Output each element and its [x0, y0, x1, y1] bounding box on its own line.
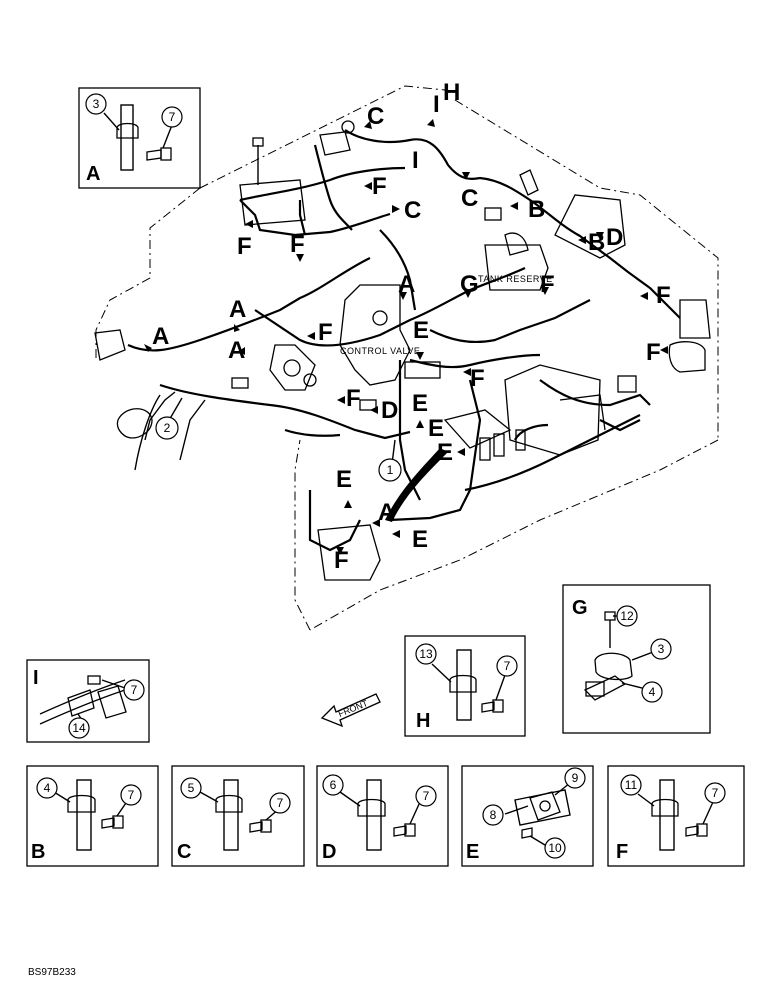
svg-text:12: 12 — [620, 609, 634, 623]
right-cylinder — [679, 299, 711, 339]
detail-f: 11 7 F — [607, 765, 745, 867]
detail-d: 6 7 D — [316, 765, 449, 867]
letter-label: A — [152, 323, 169, 350]
tank-reserve-bracket — [484, 244, 549, 291]
main-harness — [127, 129, 681, 552]
lower-left-module — [317, 524, 381, 581]
detail-b: 4 7 B — [26, 765, 159, 867]
svg-text:7: 7 — [277, 796, 284, 810]
letter-label: F — [318, 319, 333, 346]
svg-text:11: 11 — [625, 778, 638, 792]
letter-label: A — [378, 499, 395, 526]
upper-left-bracket — [239, 179, 306, 226]
detail-i: 7 14 I — [26, 659, 150, 743]
left-connector — [94, 329, 126, 361]
letter-label: F — [334, 547, 349, 574]
detail-g: 12 3 4 G — [562, 584, 711, 734]
svg-text:9: 9 — [572, 771, 579, 785]
right-motor — [668, 341, 706, 373]
svg-text:8: 8 — [490, 808, 497, 822]
control-valve-label: CONTROL VALVE — [340, 346, 420, 356]
letter-label: B — [588, 229, 605, 256]
frame-outline — [95, 85, 719, 631]
pointer-arrows — [144, 119, 668, 555]
horn-assembly — [269, 344, 316, 391]
detail-a: 3 7 A — [78, 87, 201, 189]
switch-1 — [479, 437, 491, 461]
svg-text:7: 7 — [712, 786, 719, 800]
switch-3 — [515, 429, 526, 451]
svg-text:A: A — [86, 163, 100, 185]
letter-label: B — [528, 196, 545, 223]
letter-label: F — [290, 231, 305, 258]
letter-label: E — [428, 415, 444, 442]
letter-label: E — [412, 390, 428, 417]
svg-text:7: 7 — [423, 789, 430, 803]
letter-label: C — [367, 103, 384, 130]
svg-text:F: F — [616, 841, 628, 863]
letter-label: F — [540, 271, 555, 298]
callout-number: 2 — [164, 421, 171, 435]
letter-label: I — [433, 91, 440, 118]
svg-text:4: 4 — [649, 685, 656, 699]
letter-label: C — [404, 197, 421, 224]
svg-text:10: 10 — [548, 841, 562, 855]
svg-text:7: 7 — [128, 788, 135, 802]
round-lamp — [116, 408, 153, 439]
right-upper-box — [554, 194, 626, 259]
svg-text:E: E — [466, 841, 479, 863]
letter-label: E — [336, 466, 352, 493]
svg-text:B: B — [31, 841, 45, 863]
letter-label: F — [656, 282, 671, 309]
letter-label: G — [460, 271, 479, 298]
front-label: FRONT — [337, 698, 370, 719]
tank-reserve-label: TANK RESERVE — [478, 274, 553, 284]
detail-h: 13 7 H — [404, 635, 526, 737]
svg-text:D: D — [322, 841, 336, 863]
letter-label: E — [412, 526, 428, 553]
detail-e: 9 8 10 E — [461, 765, 594, 867]
svg-text:7: 7 — [131, 683, 138, 697]
main-letters: I H C I F C C B B D F F G F A F A F A A … — [152, 79, 671, 574]
main-callouts: 2 1 — [155, 416, 402, 482]
letter-label: F — [372, 173, 387, 200]
svg-text:H: H — [416, 710, 430, 732]
svg-text:14: 14 — [72, 721, 86, 735]
letter-label: I — [412, 147, 419, 174]
letter-label: H — [443, 79, 460, 106]
callout-number: 1 — [387, 463, 394, 477]
svg-text:5: 5 — [188, 781, 195, 795]
detail-c: 5 7 C — [171, 765, 305, 867]
svg-text:6: 6 — [330, 778, 337, 792]
figure-id: BS97B233 — [28, 967, 76, 978]
letter-label: F — [346, 385, 361, 412]
letter-label: A — [398, 271, 415, 298]
components — [94, 120, 711, 581]
battery-box — [504, 364, 601, 456]
svg-text:C: C — [177, 841, 191, 863]
letter-label: A — [229, 296, 246, 323]
svg-text:G: G — [572, 597, 588, 619]
letter-label: E — [437, 439, 453, 466]
letter-label: E — [413, 317, 429, 344]
svg-text:3: 3 — [93, 97, 100, 111]
letter-label: F — [646, 339, 661, 366]
control-valve-outline — [339, 284, 411, 386]
letter-label: D — [606, 224, 623, 251]
front-arrow: FRONT — [320, 693, 381, 728]
svg-text:3: 3 — [658, 642, 665, 656]
switch-2 — [493, 433, 505, 457]
letter-label: F — [470, 365, 485, 392]
svg-text:13: 13 — [419, 647, 433, 661]
svg-text:I: I — [33, 667, 39, 689]
svg-text:4: 4 — [44, 781, 51, 795]
letter-label: D — [381, 397, 398, 424]
svg-text:7: 7 — [504, 659, 511, 673]
letter-label: F — [237, 233, 252, 260]
relay-block — [443, 409, 512, 449]
letter-label: C — [461, 185, 478, 212]
letter-label: A — [228, 337, 245, 364]
svg-text:7: 7 — [169, 110, 176, 124]
